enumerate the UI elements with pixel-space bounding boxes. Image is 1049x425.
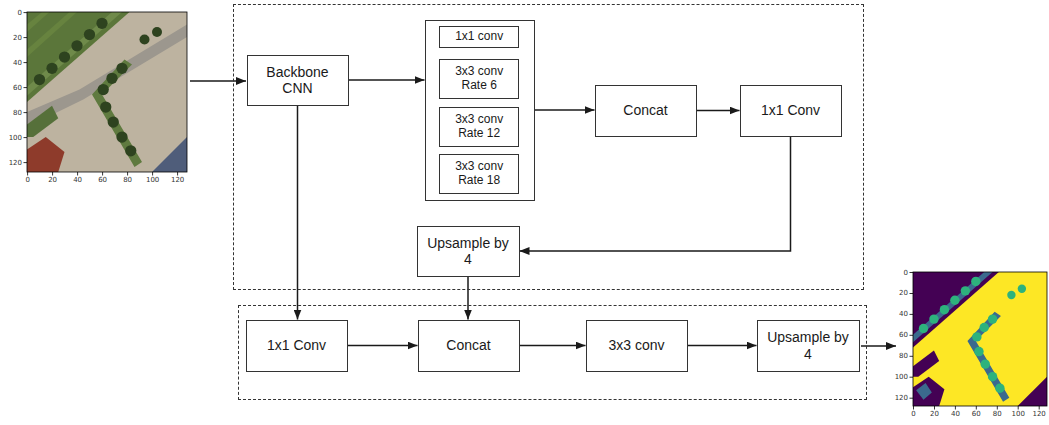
input-axes bbox=[24, 12, 188, 176]
conv-box: 1x1 conv bbox=[439, 26, 519, 48]
output-axes bbox=[910, 272, 1048, 410]
axis-tick-label: 60 bbox=[98, 177, 107, 184]
axis-tick-label: 120 bbox=[1032, 411, 1045, 418]
axis-tick-label: 120 bbox=[895, 395, 908, 402]
box-label: Upsample by 4 bbox=[423, 235, 514, 267]
axis-tick-label: 80 bbox=[13, 109, 22, 116]
axis-tick-label: 120 bbox=[9, 159, 22, 166]
decoder-region: 1x1 Conv Concat 3x3 conv Upsample by 4 bbox=[238, 305, 867, 400]
box-label: 3x3 conv bbox=[608, 337, 664, 353]
arrow-connector bbox=[697, 110, 740, 112]
axis-tick-label: 60 bbox=[972, 411, 981, 418]
process-box: 1x1 Conv bbox=[740, 85, 842, 137]
arrow-connector bbox=[520, 137, 791, 252]
axis-tick-label: 40 bbox=[899, 311, 908, 318]
box-label: 1x1 Conv bbox=[267, 337, 326, 353]
box-label: 1x1 Conv bbox=[761, 102, 820, 118]
conv-box: 3x3 conv Rate 6 bbox=[439, 59, 519, 99]
axis-tick-label: 60 bbox=[899, 332, 908, 339]
box-label: Upsample by 4 bbox=[763, 329, 854, 361]
process-box: 3x3 conv bbox=[586, 320, 688, 372]
axis-tick-label: 100 bbox=[895, 374, 908, 381]
process-box: Upsample by 4 bbox=[417, 226, 520, 277]
box-label: 3x3 conv Rate 12 bbox=[445, 113, 513, 141]
axis-tick-label: 20 bbox=[899, 290, 908, 297]
axis-tick-label: 0 bbox=[904, 269, 908, 276]
arrow-connector bbox=[688, 345, 757, 347]
axis-tick-label: 80 bbox=[993, 411, 1002, 418]
axis-tick-label: 100 bbox=[146, 177, 159, 184]
axis-tick-label: 40 bbox=[73, 177, 82, 184]
axis-tick-label: 100 bbox=[1012, 411, 1025, 418]
process-box: Concat bbox=[418, 320, 520, 372]
conv-box: 3x3 conv Rate 18 bbox=[439, 154, 519, 194]
process-box: Upsample by 4 bbox=[757, 320, 860, 372]
axis-tick-label: 100 bbox=[9, 134, 22, 141]
arrow-connector bbox=[297, 106, 299, 320]
box-label: 1x1 conv bbox=[455, 30, 503, 44]
aspp-module: 1x1 conv 3x3 conv Rate 6 3x3 conv Rate 12 3… bbox=[425, 20, 535, 201]
axis-tick-label: 40 bbox=[13, 59, 22, 66]
axis-tick-label: 120 bbox=[171, 177, 184, 184]
process-box: Concat bbox=[595, 85, 697, 137]
arrow-connector bbox=[520, 345, 586, 347]
axis-tick-label: 80 bbox=[123, 177, 132, 184]
axis-tick-label: 20 bbox=[930, 411, 939, 418]
arrow-connector bbox=[535, 109, 595, 111]
conv-box: 3x3 conv Rate 12 bbox=[439, 107, 519, 147]
encoder-region: Backbone CNN 1x1 conv 3x3 conv Rate 6 3x3 c… bbox=[233, 4, 864, 290]
box-label: Backbone CNN bbox=[253, 64, 343, 96]
box-label: Concat bbox=[623, 102, 667, 118]
axis-tick-label: 0 bbox=[18, 9, 22, 16]
input-arrow bbox=[190, 80, 246, 82]
input-image bbox=[27, 12, 187, 172]
axis-tick-label: 0 bbox=[25, 177, 29, 184]
output-image bbox=[913, 272, 1047, 406]
axis-tick-label: 0 bbox=[911, 411, 915, 418]
axis-tick-label: 20 bbox=[13, 34, 22, 41]
axis-tick-label: 20 bbox=[48, 177, 57, 184]
arrow-connector bbox=[348, 345, 418, 347]
axis-tick-label: 40 bbox=[951, 411, 960, 418]
arrow-connector bbox=[349, 79, 425, 81]
axis-tick-label: 80 bbox=[899, 353, 908, 360]
axis-tick-label: 60 bbox=[13, 84, 22, 91]
box-label: 3x3 conv Rate 6 bbox=[445, 65, 513, 93]
box-label: Concat bbox=[446, 337, 490, 353]
process-box: Backbone CNN bbox=[247, 55, 349, 106]
arrow-connector bbox=[467, 277, 469, 320]
process-box: 1x1 Conv bbox=[246, 320, 348, 372]
box-label: 3x3 conv Rate 18 bbox=[445, 160, 513, 188]
